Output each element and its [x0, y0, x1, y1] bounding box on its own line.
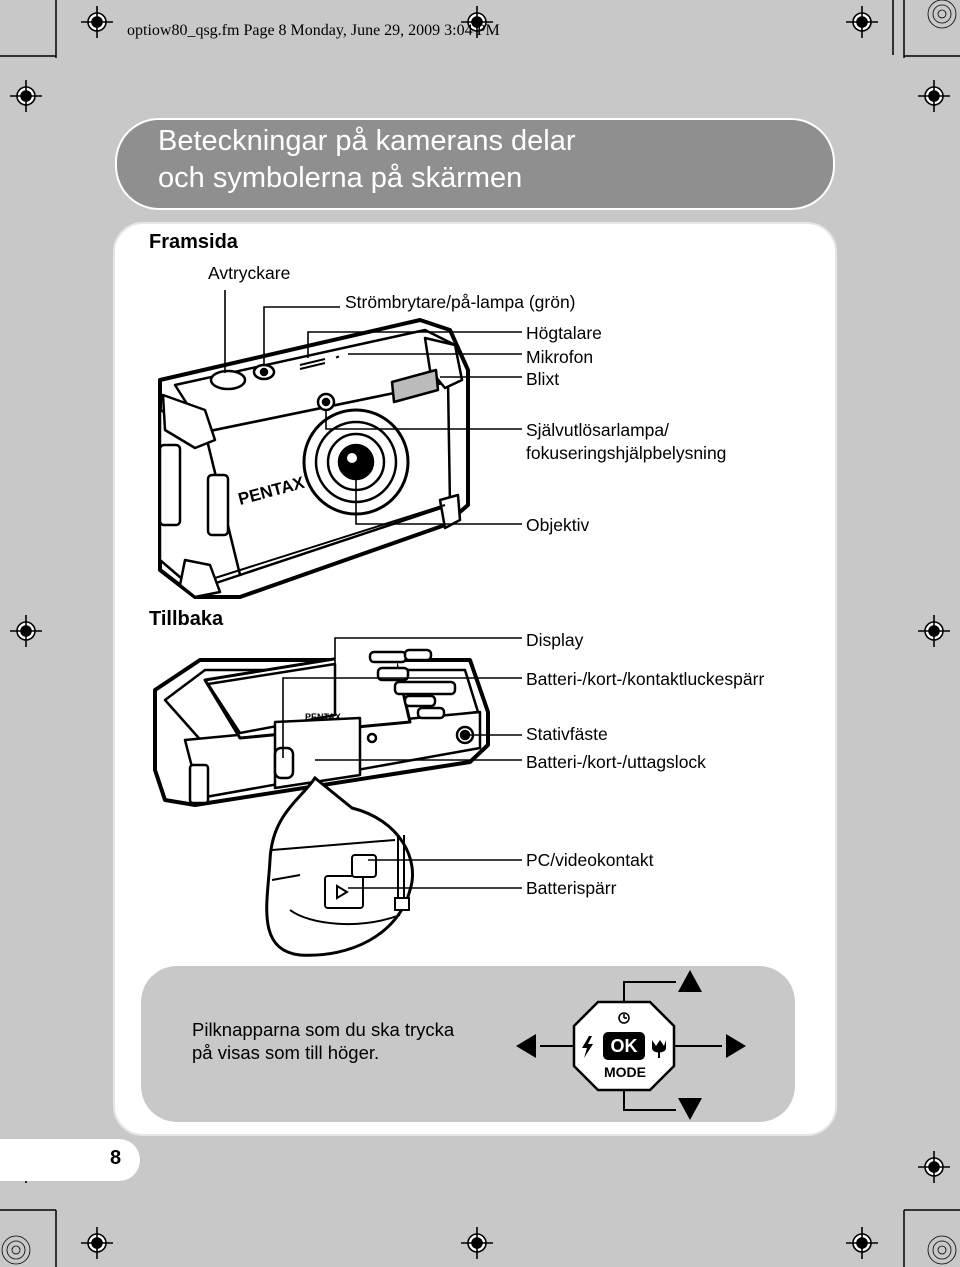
page-number-tab [0, 1139, 140, 1181]
title-bar [115, 118, 835, 210]
mode-button-label: MODE [604, 1064, 646, 1080]
arrow-up-icon [678, 970, 702, 992]
info-text: Pilknapparna som du ska trycka på visas … [192, 1018, 454, 1064]
label-cover: Batteri-/kort-/uttagslock [526, 752, 706, 772]
flash-icon [582, 1036, 593, 1058]
back-heading: Tillbaka [149, 608, 224, 630]
info-line-2: på visas som till höger. [192, 1042, 380, 1063]
header-file-info: optiow80_qsg.fm Page 8 Monday, June 29, … [127, 22, 500, 39]
title-line-1: Beteckningar på kamerans delar [158, 125, 576, 157]
label-shutter: Avtryckare [208, 263, 291, 283]
label-selftimer-line-1: Självutlösarlampa/ [526, 420, 669, 440]
label-lens: Objektiv [526, 515, 590, 535]
label-battery-lock: Batterispärr [526, 878, 617, 898]
arrow-right-icon [726, 1034, 746, 1058]
info-line-1: Pilknapparna som du ska trycka [192, 1019, 455, 1040]
label-power: Strömbrytare/på-lampa (grön) [345, 292, 576, 312]
ok-button-label: OK [610, 1036, 638, 1056]
page-title: Beteckningar på kamerans delar och symbo… [158, 123, 576, 197]
back-brand: PENTAX [305, 712, 341, 722]
arrow-down-icon [678, 1098, 702, 1120]
label-selftimer-line-2: fokuseringshjälpbelysning [526, 443, 727, 463]
label-speaker: Högtalare [526, 323, 602, 343]
front-heading: Framsida [149, 231, 238, 253]
label-tripod: Stativfäste [526, 724, 608, 744]
label-microphone: Mikrofon [526, 347, 594, 367]
title-line-2: och symbolerna på skärmen [158, 162, 523, 194]
page-number: 8 [110, 1147, 122, 1169]
label-pc-av: PC/videokontakt [526, 850, 654, 870]
label-door-latch: Batteri-/kort-/kontaktluckespärr [526, 669, 765, 689]
label-flash: Blixt [526, 369, 560, 389]
self-timer-icon [618, 1012, 630, 1024]
macro-icon [652, 1040, 666, 1058]
label-display: Display [526, 630, 584, 650]
arrow-left-icon [516, 1034, 536, 1058]
